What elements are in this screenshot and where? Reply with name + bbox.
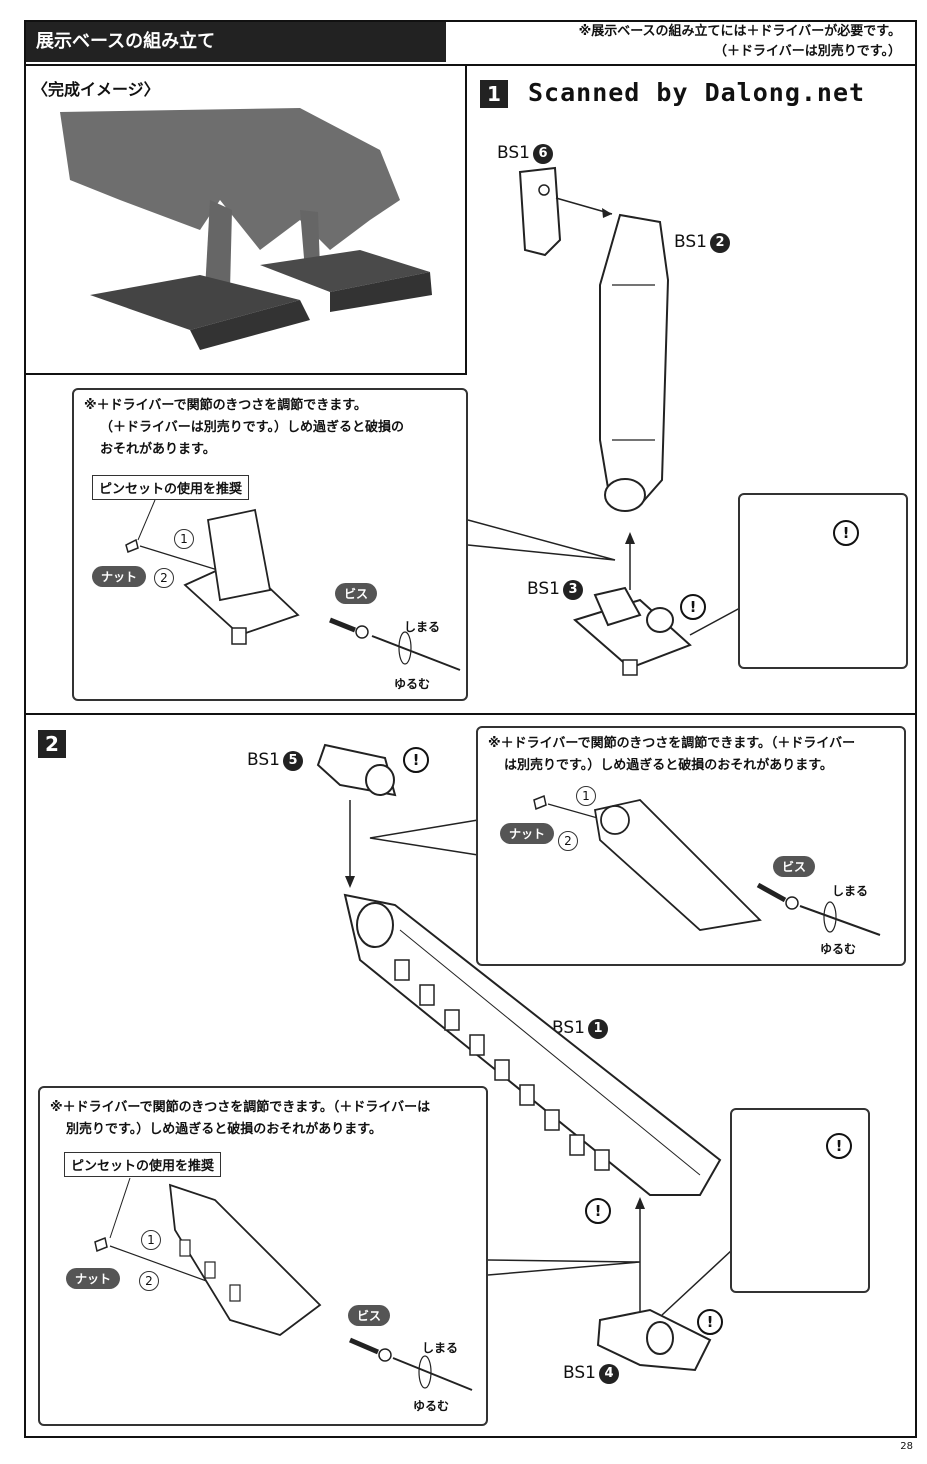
step2-callout-bottom-note: ※＋ドライバーで関節のきつさを調節できます。（＋ドライバーは 別売りです。）しめ… bbox=[50, 1097, 430, 1141]
preview-label: 〈完成イメージ〉 bbox=[32, 80, 160, 99]
page-number: 28 bbox=[900, 1441, 913, 1452]
step-order-1: 1 bbox=[576, 786, 596, 806]
loosen-label: ゆるむ bbox=[413, 1399, 450, 1413]
caution-icon: ! bbox=[697, 1309, 723, 1335]
note-line: ※＋ドライバーで関節のきつさを調節できます。 bbox=[84, 398, 367, 413]
note-line: ※＋ドライバーで関節のきつさを調節できます。（＋ドライバー bbox=[488, 736, 856, 751]
caution-icon: ! bbox=[680, 594, 706, 620]
part-number-badge: 4 bbox=[598, 1364, 619, 1384]
step-order-2: 2 bbox=[154, 568, 174, 588]
caution-icon: ! bbox=[403, 747, 429, 773]
part-code: BS1 bbox=[552, 1018, 585, 1038]
divider-preview-bottom bbox=[24, 373, 467, 375]
caution-icon: ! bbox=[833, 520, 859, 546]
part-number-badge: 2 bbox=[709, 233, 730, 253]
divider-step2 bbox=[24, 713, 917, 715]
header-note-line1: ※展示ベースの組み立てには＋ドライバーが必要です。 bbox=[578, 24, 901, 39]
screw-label: ビス bbox=[773, 856, 816, 877]
nut-label: ナット bbox=[66, 1268, 121, 1289]
divider-preview bbox=[465, 64, 467, 374]
step2-number: 2 bbox=[38, 730, 66, 758]
nut-label: ナット bbox=[92, 566, 147, 587]
screw-label: ビス bbox=[348, 1305, 391, 1326]
nut-label: ナット bbox=[500, 823, 555, 844]
step1-callout-note: ※＋ドライバーで関節のきつさを調節できます。 （＋ドライバーは別売りです。）しめ… bbox=[84, 395, 404, 461]
page-frame bbox=[24, 20, 917, 1438]
loosen-label: ゆるむ bbox=[394, 677, 431, 691]
step-order-2: 2 bbox=[139, 1271, 159, 1291]
part-number-badge: 6 bbox=[532, 144, 553, 164]
zoom-detail-box bbox=[738, 493, 908, 669]
part-number-badge: 1 bbox=[587, 1019, 608, 1039]
caution-icon: ! bbox=[826, 1133, 852, 1159]
note-line: は別売りです。）しめ過ぎると破損のおそれがあります。 bbox=[504, 758, 833, 773]
tighten-label: しまる bbox=[422, 1341, 459, 1355]
divider-top bbox=[24, 64, 917, 66]
section-title: 展示ベースの組み立て bbox=[26, 22, 446, 62]
watermark: Scanned by Dalong.net bbox=[528, 78, 866, 107]
note-line: おそれがあります。 bbox=[100, 442, 216, 457]
header-note: ※展示ベースの組み立てには＋ドライバーが必要です。 （＋ドライバーは別売りです。… bbox=[579, 22, 901, 62]
note-line: （＋ドライバーは別売りです。）しめ過ぎると破損の bbox=[100, 420, 404, 435]
tweezers-tag: ピンセットの使用を推奨 bbox=[64, 1152, 222, 1177]
step1-number: 1 bbox=[480, 80, 508, 108]
tighten-label: しまる bbox=[832, 884, 869, 898]
note-line: 別売りです。）しめ過ぎると破損のおそれがあります。 bbox=[66, 1122, 382, 1137]
part-code: BS1 bbox=[563, 1363, 596, 1383]
tweezers-tag: ピンセットの使用を推奨 bbox=[92, 475, 250, 500]
screw-label: ビス bbox=[335, 583, 378, 604]
caution-icon: ! bbox=[585, 1198, 611, 1224]
step2-callout-top-note: ※＋ドライバーで関節のきつさを調節できます。（＋ドライバー は別売りです。）しめ… bbox=[488, 733, 855, 777]
part-code: BS1 bbox=[247, 750, 280, 770]
step-order-2: 2 bbox=[558, 831, 578, 851]
note-line: ※＋ドライバーで関節のきつさを調節できます。（＋ドライバーは bbox=[50, 1100, 431, 1115]
part-code: BS1 bbox=[674, 232, 707, 252]
part-number-badge: 3 bbox=[562, 580, 583, 600]
loosen-label: ゆるむ bbox=[820, 942, 857, 956]
part-code: BS1 bbox=[497, 143, 530, 163]
step-order-1: 1 bbox=[141, 1230, 161, 1250]
part-code: BS1 bbox=[527, 579, 560, 599]
tighten-label: しまる bbox=[404, 620, 441, 634]
zoom-detail-box-2 bbox=[730, 1108, 870, 1293]
header-note-line2: （＋ドライバーは別売りです。） bbox=[714, 44, 901, 59]
part-number-badge: 5 bbox=[282, 751, 303, 771]
step-order-1: 1 bbox=[174, 529, 194, 549]
